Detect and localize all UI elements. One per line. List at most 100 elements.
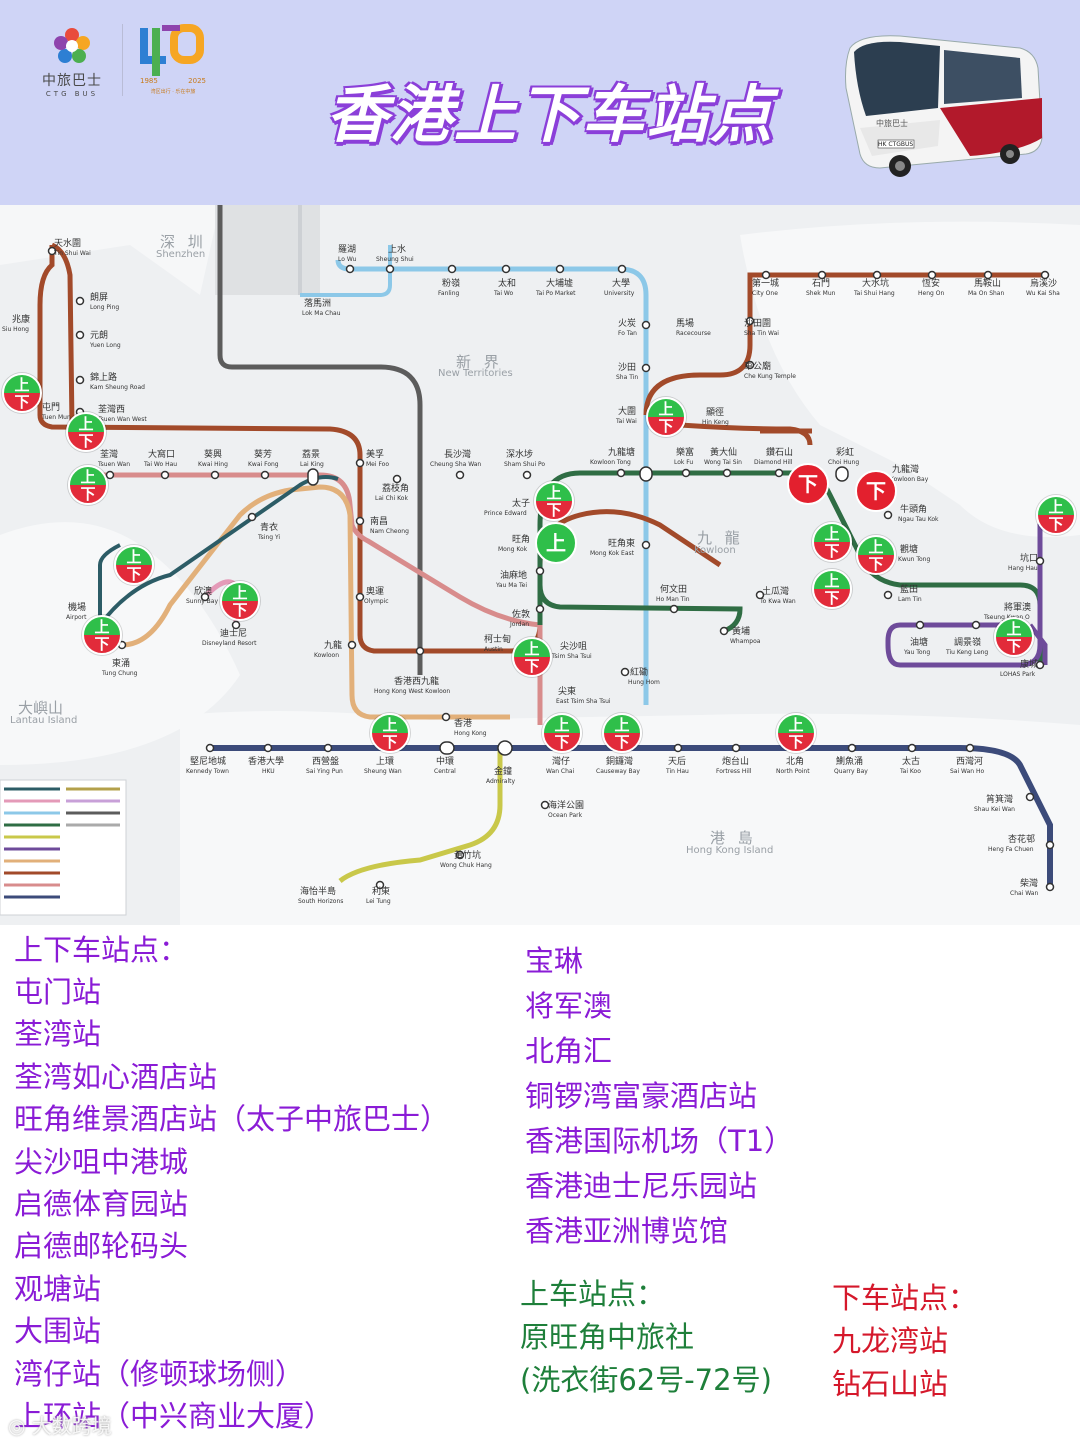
station-label-en: Tsing Yi	[258, 534, 281, 541]
badge-down-label: 下	[824, 589, 840, 607]
pickup-dropoff-badge-north-point[interactable]: 上 下	[776, 713, 816, 753]
dropoff-only-badge-diamond-hill[interactable]: 下	[787, 463, 829, 505]
brand-name: 中旅巴士	[42, 73, 102, 89]
station-label-en: Ocean Park	[548, 812, 583, 819]
station-label: 炮台山	[722, 757, 750, 767]
mtr-map: 深 圳 Shenzhen 新 界 New Territories 九 龍 Kow…	[0, 205, 1080, 925]
station-label-en: Tsim Sha Tsui	[552, 653, 592, 660]
station-label-en: Tin Shui Wai	[54, 250, 91, 257]
list-item: 上环站（中兴商业大厦）	[14, 1399, 334, 1434]
anniversary-end-year: 2025	[188, 77, 206, 85]
pickup-dropoff-badge-tseung-kwan-o[interactable]: 上 下	[994, 617, 1034, 657]
station-label-en: Mong Kok	[498, 546, 528, 553]
station-label-en: Disneyland Resort	[202, 640, 257, 647]
station-label-en: Chai Wan	[1010, 890, 1039, 897]
station-label: 將軍澳	[1004, 603, 1032, 613]
pickup-only-badge-mong-kok[interactable]: 上	[535, 522, 577, 564]
station-label-en: LOHAS Park	[1000, 671, 1036, 678]
station-label: 荃灣西	[98, 405, 126, 415]
station-label-en: Sheung Wan	[364, 768, 402, 775]
station-label: 葵芳	[254, 450, 273, 460]
station-label-en: Kwai Hing	[198, 461, 228, 468]
pickup-dropoff-badge-prince-edward[interactable]: 上 下	[534, 481, 574, 521]
station-label: 大窩口	[148, 450, 176, 460]
pickup-dropoff-badge-asiaworld-expo[interactable]: 上 下	[114, 545, 154, 585]
station-label: 烏溪沙	[1030, 279, 1058, 289]
badge-down-label: 下	[524, 657, 540, 675]
station-label: 車公廟	[744, 362, 772, 372]
station-label: 香港	[454, 719, 473, 729]
badge-down-label: 下	[868, 555, 884, 573]
list-item: 铜锣湾富豪酒店站	[525, 1079, 758, 1113]
station-label-en: Austin	[484, 646, 503, 653]
station-label: 調景嶺	[954, 638, 982, 648]
station-label-en: To Kwa Wan	[760, 598, 796, 605]
station-label-en: Tai Shui Hang	[854, 290, 895, 297]
station-label: 兆康	[12, 315, 31, 325]
region-label-lantau: 大嶼山	[18, 699, 64, 717]
station-label-en: Che Kung Temple	[744, 373, 796, 380]
pickup-dropoff-badge-wan-chai[interactable]: 上 下	[542, 713, 582, 753]
badge-up-label: 上	[546, 531, 566, 555]
station-label: 柯士甸	[484, 635, 512, 645]
station-label-en: Shek Mun	[806, 290, 836, 297]
station-label: 第一城	[752, 279, 780, 289]
bus-illustration-icon	[845, 35, 1043, 177]
list-item: 原旺角中旅社	[520, 1320, 695, 1354]
anniversary-start-year: 1985	[140, 77, 158, 85]
region-label-shenzhen-en: Shenzhen	[156, 249, 206, 260]
pickup-dropoff-badge-disneyland[interactable]: 上 下	[220, 581, 260, 621]
badge-down-label: 下	[94, 635, 110, 653]
list-item: 屯门站	[14, 975, 102, 1009]
pickup-dropoff-badge-kwun-tong[interactable]: 上 下	[856, 535, 896, 575]
pickup-dropoff-badge-tsuen-wan-west[interactable]: 上 下	[66, 412, 106, 452]
station-label-en: Wong Tai Sin	[704, 459, 742, 466]
station-label-en: Quarry Bay	[834, 768, 868, 775]
station-label-en: Kowloon	[314, 652, 340, 659]
pickup-dropoff-badge-kai-tak-sports-park[interactable]: 上 下	[812, 522, 852, 562]
pickup-dropoff-badge-tsuen-wan[interactable]: 上 下	[68, 465, 108, 505]
station-label-en: City One	[752, 290, 778, 297]
station-label-en: Kowloon Bay	[890, 476, 929, 483]
badge-up-label: 上	[382, 716, 398, 734]
pickup-dropoff-badge-causeway-bay[interactable]: 上 下	[602, 713, 642, 753]
station-label-en: Central	[434, 768, 456, 775]
pickup-dropoff-badge-airport[interactable]: 上 下	[82, 615, 122, 655]
station-label: 太子	[512, 499, 531, 509]
logo-divider	[122, 24, 123, 96]
badge-up-label: 上	[546, 484, 562, 502]
badge-up-label: 上	[94, 618, 110, 636]
anniversary-40-icon	[140, 24, 204, 76]
station-label-en: Hong Kong West Kowloon	[374, 688, 451, 695]
pickup-dropoff-badge-tsim-sha-tsui[interactable]: 上 下	[512, 637, 552, 677]
station-label: 西營盤	[312, 757, 340, 767]
station-label: 中環	[436, 757, 455, 767]
station-label-en: Fanling	[438, 290, 460, 297]
badge-down-label: 下	[80, 485, 96, 503]
station-label-en: Tai Wo Hau	[144, 461, 178, 468]
pickup-dropoff-badge-po-lam[interactable]: 上 下	[1036, 495, 1076, 535]
badge-up-label: 上	[788, 716, 804, 734]
station-label-en: Tai Koo	[900, 768, 921, 775]
badge-up-label: 上	[658, 400, 674, 418]
badge-down-label: 下	[1006, 637, 1022, 655]
station-label-en: Kennedy Town	[186, 768, 229, 775]
dropoff-only-badge-kowloon-bay[interactable]: 下	[855, 470, 897, 512]
station-label-en: Ho Man Tin	[656, 596, 690, 603]
station-label-en: Sham Shui Po	[504, 461, 546, 468]
pickup-dropoff-badge-tai-wai[interactable]: 上 下	[646, 397, 686, 437]
pickup-dropoff-badge-kai-tak-cruise-terminal[interactable]: 上 下	[812, 569, 852, 609]
station-label-en: Yuen Long	[90, 342, 121, 349]
pickup-dropoff-badge-sheung-wan[interactable]: 上 下	[370, 713, 410, 753]
badge-up-label: 上	[524, 640, 540, 658]
region-label-lantau-en: Lantau Island	[10, 715, 78, 726]
mtr-map-lines	[0, 205, 1080, 925]
station-label: 銅鑼灣	[606, 757, 634, 767]
pickup-dropoff-badge-tuen-mun[interactable]: 上 下	[2, 373, 42, 413]
station-label: 火炭	[618, 319, 637, 329]
station-label-en: Wong Chuk Hang	[440, 862, 492, 869]
stops-left-column: 上下车站点： 屯门站 荃湾站 荃湾如心酒店站 旺角维景酒店站（太子中旅巴士） 尖…	[14, 929, 449, 1437]
station-label: 荔景	[302, 450, 321, 460]
list-item: 旺角维景酒店站（太子中旅巴士）	[14, 1102, 450, 1137]
station-label-en: Racecourse	[676, 330, 711, 337]
